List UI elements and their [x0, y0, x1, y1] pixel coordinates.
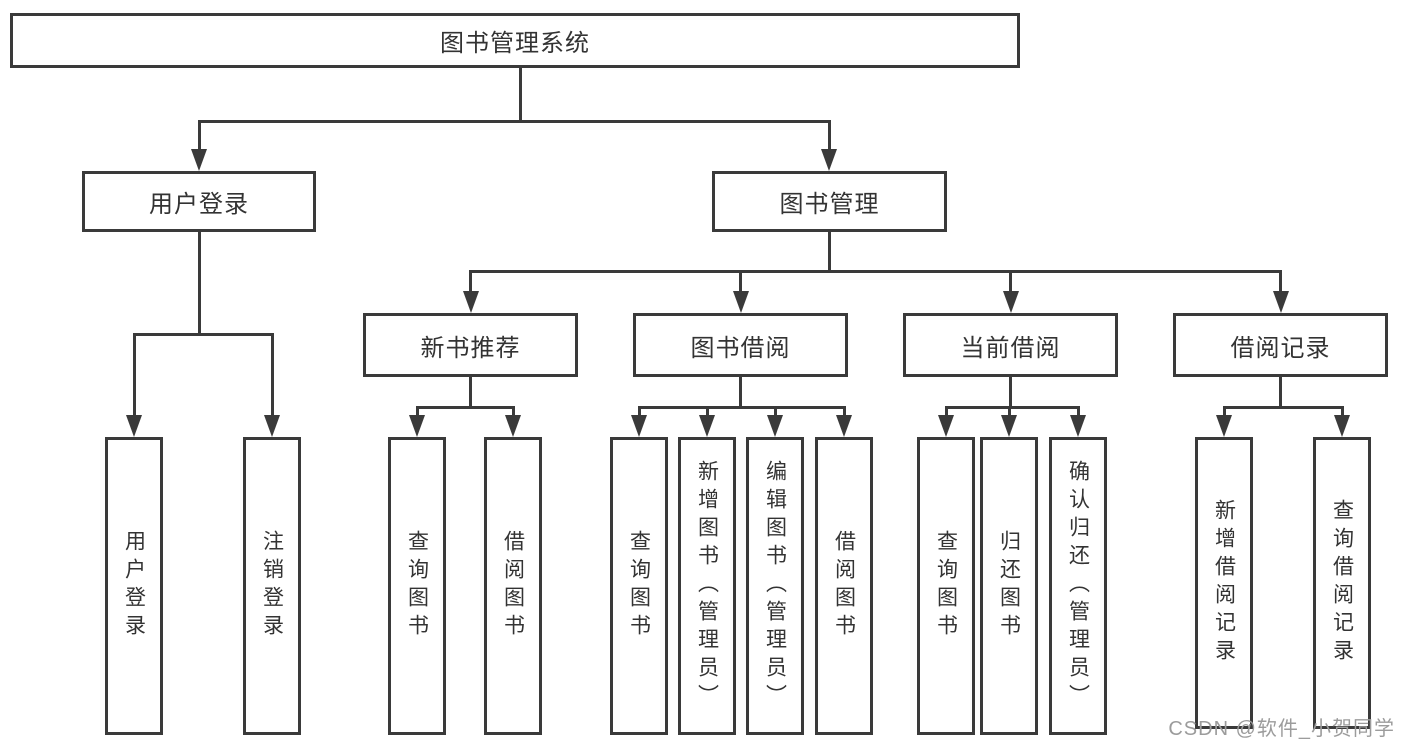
- arrow-down: [1070, 415, 1086, 437]
- connector-line: [1340, 406, 1344, 417]
- arrow-down: [505, 415, 521, 437]
- arrow-down: [1334, 415, 1350, 437]
- arrow-down: [462, 291, 479, 313]
- connector-line: [511, 406, 515, 417]
- connector-line: [197, 230, 201, 336]
- leaf-logout: 注销登录: [243, 437, 301, 735]
- leaf-current-query-book: 查询图书: [917, 437, 975, 735]
- arrow-down: [409, 415, 425, 437]
- connector-line: [827, 230, 831, 273]
- connector-line: [1009, 270, 1012, 292]
- watermark-csdn: CSDN @软件_小贺同学: [1168, 718, 1395, 740]
- arrow-down: [767, 415, 783, 437]
- connector-line: [827, 120, 831, 151]
- connector-line: [1007, 406, 1011, 417]
- connector-line: [469, 270, 472, 292]
- connector-line: [518, 67, 522, 122]
- connector-line: [132, 333, 274, 336]
- connector-line: [415, 406, 419, 417]
- node-book-borrow: 图书借阅: [633, 313, 848, 377]
- leaf-add-borrow-record: 新增借阅记录: [1195, 437, 1253, 729]
- connector-line: [1076, 406, 1080, 417]
- arrow-down: [821, 149, 837, 171]
- connector-line: [705, 406, 709, 417]
- node-library-management-system: 图书管理系统: [10, 13, 1020, 68]
- node-user-login: 用户登录: [82, 171, 316, 232]
- arrow-down: [938, 415, 954, 437]
- connector-line: [944, 406, 948, 417]
- node-new-book-recommend: 新书推荐: [363, 313, 578, 377]
- connector-line: [637, 406, 641, 417]
- node-current-borrow: 当前借阅: [903, 313, 1118, 377]
- connector-line: [1279, 270, 1282, 292]
- arrow-down: [126, 415, 142, 437]
- leaf-recommend-borrow-book: 借阅图书: [484, 437, 542, 735]
- arrow-down: [264, 415, 280, 437]
- connector-line: [1222, 406, 1226, 417]
- arrow-down: [732, 291, 749, 313]
- connector-line: [197, 120, 831, 123]
- arrow-down: [1002, 291, 1019, 313]
- arrow-down: [191, 149, 207, 171]
- arrow-down: [1001, 415, 1017, 437]
- connector-line: [469, 270, 1282, 273]
- connector-line: [197, 120, 201, 151]
- leaf-recommend-query-book: 查询图书: [388, 437, 446, 735]
- arrow-down: [1216, 415, 1232, 437]
- leaf-user-login: 用户登录: [105, 437, 163, 735]
- arrow-down: [631, 415, 647, 437]
- arrow-down: [1272, 291, 1289, 313]
- connector-line: [944, 406, 1080, 409]
- leaf-edit-book-admin: 编辑图书（管理员）: [746, 437, 804, 735]
- connector-line: [415, 406, 515, 409]
- leaf-confirm-return-admin: 确认归还（管理员）: [1049, 437, 1107, 735]
- leaf-borrow-book: 借阅图书: [815, 437, 873, 735]
- connector-line: [637, 406, 846, 409]
- leaf-add-book-admin: 新增图书（管理员）: [678, 437, 736, 735]
- node-book-management: 图书管理: [712, 171, 947, 232]
- connector-line: [270, 333, 274, 417]
- connector-line: [132, 333, 136, 417]
- leaf-query-borrow-record: 查询借阅记录: [1313, 437, 1371, 729]
- leaf-borrow-query-book: 查询图书: [610, 437, 668, 735]
- leaf-return-book: 归还图书: [980, 437, 1038, 735]
- connector-line: [739, 375, 742, 408]
- connector-line: [1279, 375, 1282, 408]
- connector-line: [739, 270, 742, 292]
- node-borrow-record: 借阅记录: [1173, 313, 1388, 377]
- connector-line: [1222, 406, 1344, 409]
- connector-line: [1009, 375, 1012, 408]
- arrow-down: [699, 415, 715, 437]
- connector-line: [469, 375, 472, 408]
- arrow-down: [836, 415, 852, 437]
- connector-line: [842, 406, 846, 417]
- connector-line: [773, 406, 777, 417]
